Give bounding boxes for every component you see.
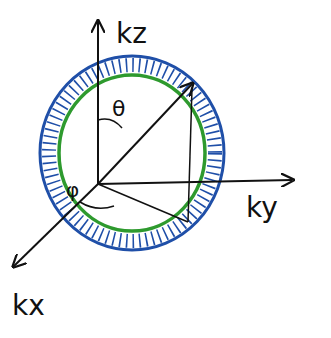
axis-label: kz: [116, 20, 147, 48]
angle-label: θ: [112, 98, 125, 120]
angle-label: φ: [66, 180, 79, 200]
outer-sphere: [40, 56, 224, 250]
kz-axis: [97, 22, 99, 184]
projection-line: [98, 184, 188, 222]
k-vector: [98, 84, 192, 184]
ky-axis: [98, 180, 292, 184]
inner-sphere: [59, 75, 205, 231]
axis-label: ky: [246, 194, 278, 222]
phi-arc: [80, 202, 114, 208]
theta-arc: [98, 119, 122, 128]
shell-hatching: [49, 65, 215, 241]
kx-axis: [14, 184, 98, 266]
axis-label: kx: [12, 292, 45, 320]
projection-line: [188, 88, 192, 222]
